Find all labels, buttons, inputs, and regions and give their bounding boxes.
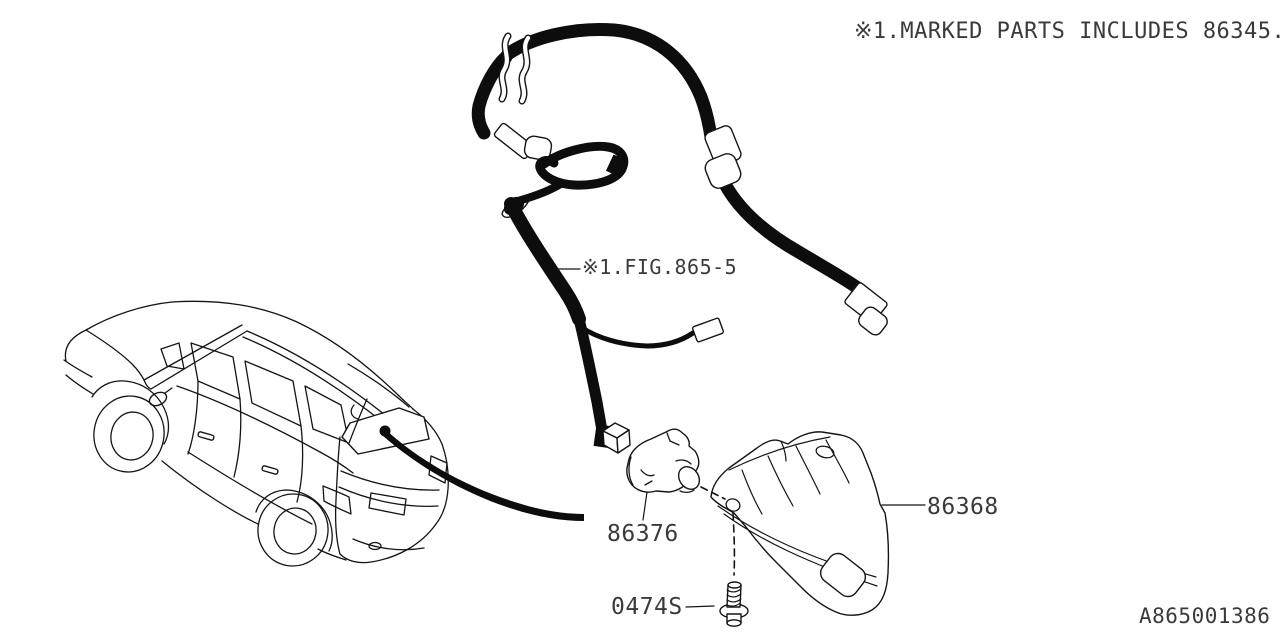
branch-connector: [691, 317, 725, 343]
camera-location-pointer: [379, 425, 584, 521]
leader-lines: [552, 268, 926, 608]
bracket-illustration: [710, 431, 890, 616]
bracket-screw-hole: [725, 498, 741, 512]
part-number-camera[interactable]: 86376: [607, 521, 679, 547]
part-number-bracket[interactable]: 86368: [927, 494, 999, 520]
camera-illustration: [626, 428, 701, 494]
harness-illustration: [471, 23, 888, 454]
bracket-cutout: [819, 552, 867, 598]
bracket-slot-hole: [815, 445, 835, 459]
camera-lens: [677, 466, 701, 490]
figure-reference-label[interactable]: ※1.FIG.865-5: [582, 255, 738, 279]
part-number-screw[interactable]: 0474S: [611, 594, 683, 620]
screw-illustration: [719, 581, 749, 627]
cable-break-symbol: [498, 32, 532, 105]
camera-connector-cube: [602, 422, 631, 454]
drawing-number: A865001386: [1139, 604, 1271, 628]
marked-parts-note: ※1.MARKED PARTS INCLUDES 86345.: [854, 19, 1280, 44]
assembly-dashed-lines: [700, 486, 736, 576]
